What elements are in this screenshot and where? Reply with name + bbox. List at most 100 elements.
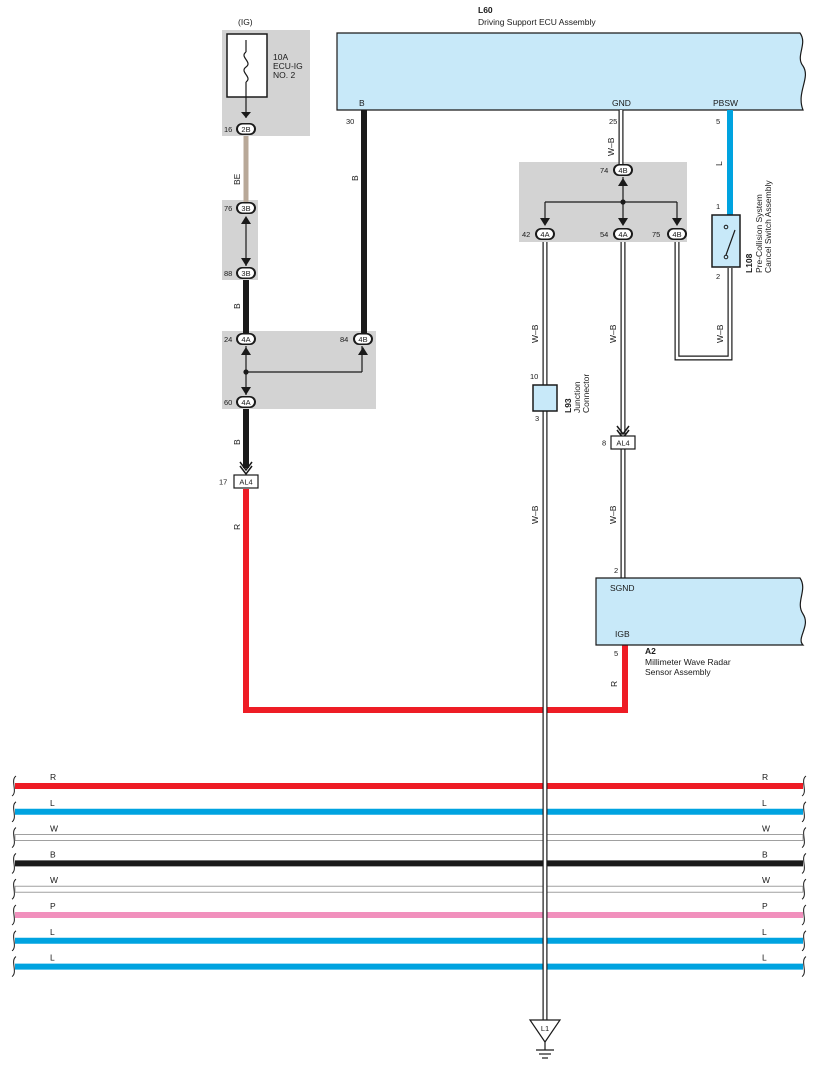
bus-brace-left [11,827,17,849]
connector-24-num: 24 [224,335,232,344]
wire-label-r-left: R [232,524,242,530]
connector-74-label: 4B [618,166,627,175]
radar-name-line1: Millimeter Wave Radar [645,657,731,667]
junction-code: L93 [563,398,573,413]
connector-84-pill-inner [355,334,371,344]
wire-label-r-right: R [609,681,619,687]
wire-label-wb-54-lower: W–B [608,505,618,524]
bus-label-right: R [762,772,768,782]
connector-16-num: 16 [224,125,232,134]
radar-pin-sgnd-num: 2 [614,566,618,575]
bus-brace-right [801,930,807,952]
bus-brace-left [11,878,17,900]
connector-54-4a: 4A 54 [600,228,633,240]
connector-76-label: 3B [241,204,250,213]
fuse-supply-label: (IG) [238,17,253,27]
wire-label-wb-54: W–B [608,324,618,343]
bus-label-right: L [762,953,767,963]
bus-label-left: W [50,875,58,885]
al4-right-label: AL4 [616,439,629,448]
connector-75-label: 4B [672,230,681,239]
connector-74-num: 74 [600,166,608,175]
connector-24-arrow [241,347,251,355]
switch-pin1: 1 [716,202,720,211]
wire-wb-75-inner [675,242,732,360]
connector-84-num: 84 [340,335,348,344]
bus-brace-left [11,801,17,823]
ground-l1-triangle [528,1019,562,1044]
bus-label-right: P [762,901,768,911]
junction-name-line1: Junction [572,381,582,413]
connector-42-label: 4A [540,230,549,239]
arrow-54 [618,218,628,226]
connector-60-label: 4A [241,398,250,407]
connector-54-num: 54 [600,230,608,239]
bus-line-w [14,834,804,841]
bus-label-right: L [762,798,767,808]
bus-brace-right [801,827,807,849]
connector-76-arrow [241,216,251,224]
switch-name-line2: Cancel Switch Assembly [763,180,773,273]
ecu-pin-gnd-label: GND [612,98,631,108]
connector-84-label: 4B [358,335,367,344]
connector-42-num: 42 [522,230,530,239]
ecu-l60-box [336,32,806,111]
arrow-42 [540,218,550,226]
connector-74-pill-inner [615,165,631,175]
connector-84-4b: 4B 84 [340,333,373,355]
connector-60-4a: 4A 60 [224,387,256,408]
splice-dot-left [243,369,249,375]
connector-88-3b: 3B 88 [224,258,256,279]
switch-contact-top [723,224,729,230]
bus-brace-right [801,878,807,900]
bus-label-left: B [50,849,56,859]
connector-16-2b: 2B 16 [224,112,256,135]
bus-brace-right [801,801,807,823]
al4-left-chevron-2 [239,465,253,476]
al4-left-label: AL4 [239,478,252,487]
bus-line-w [14,885,804,893]
junction-l93-box [532,384,558,412]
radar-code: A2 [645,646,656,656]
bus-label-left: R [50,772,56,782]
bus-label-left: L [50,927,55,937]
connector-54-label: 4A [618,230,627,239]
bus-label-right: W [762,875,770,885]
wire-label-wb-75: W–B [715,324,725,343]
bus-brace-left [11,852,17,874]
bus-label-right: B [762,849,768,859]
connector-24-4a: 4A 24 [224,333,256,355]
fuse-name-line1: ECU-IG [273,61,303,71]
ecu-name: Driving Support ECU Assembly [478,17,596,27]
bus-brace-left [11,904,17,926]
connector-88-arrow [241,258,251,266]
ecu-code: L60 [478,5,493,15]
bus-brace-left [11,956,17,978]
connector-88-num: 88 [224,269,232,278]
junction-pin-bottom: 3 [535,414,539,423]
bus-brace-left [11,775,17,797]
bus-brace-right [801,852,807,874]
connector-16-pill-inner [238,124,254,134]
switch-pin2: 2 [716,272,720,281]
wire-label-wb-gnd: W–B [606,137,616,156]
connector-60-arrow [241,387,251,395]
radar-name-line2: Sensor Assembly [645,667,711,677]
connector-24-label: 4A [241,335,250,344]
wire-label-wb-42-lower: W–B [530,505,540,524]
connector-75-pill-inner [669,229,685,239]
connector-54-pill-inner [615,229,631,239]
ecu-pin-gnd-num: 25 [609,117,617,126]
bus-label-right: L [762,927,767,937]
junction-pin-top: 10 [530,372,538,381]
switch-code: L108 [744,253,754,273]
al4-right-box [610,435,636,450]
arrow-75 [672,218,682,226]
connector-75-num: 75 [652,230,660,239]
bus-brace-right [801,904,807,926]
bus-brace-right [801,956,807,978]
connector-60-num: 60 [224,398,232,407]
connector-24-pill-inner [238,334,254,344]
connector-16-label: 2B [241,125,250,134]
